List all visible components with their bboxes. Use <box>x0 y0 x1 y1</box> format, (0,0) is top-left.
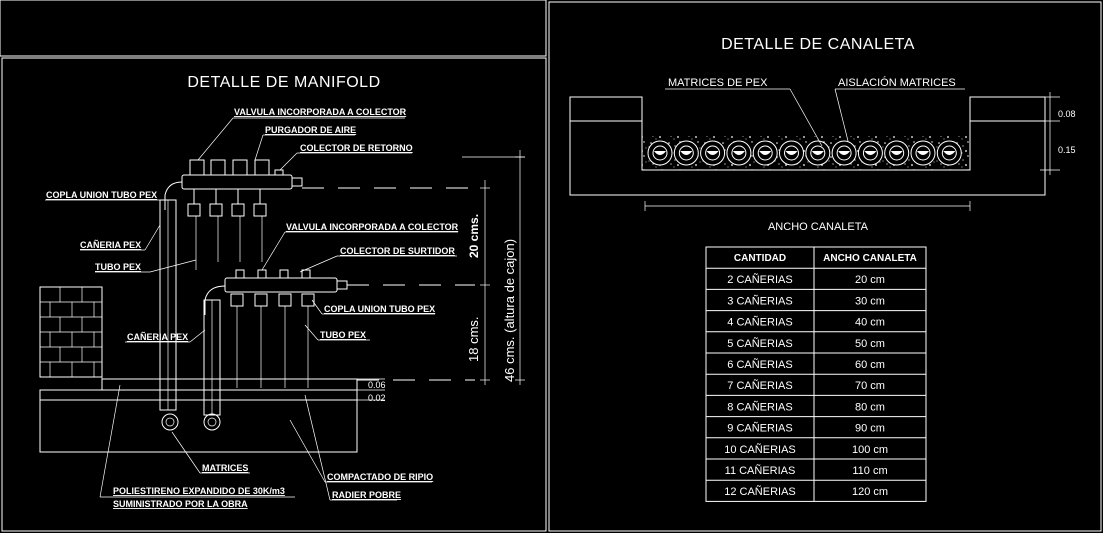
table-cell-cantidad: 9 CAÑERIAS <box>727 422 792 435</box>
label-copla-bottom: COPLA UNION TUBO PEX <box>324 304 435 314</box>
dim-002: 0.02 <box>368 393 386 403</box>
table-cell-cantidad: 12 CAÑERIAS <box>724 485 796 498</box>
table-cell-ancho: 50 cm <box>855 338 885 350</box>
table-cell-cantidad: 4 CAÑERIAS <box>727 316 792 329</box>
reference-lines <box>302 156 525 381</box>
pex-pipe <box>779 140 804 166</box>
label-valvula-surtidor: VALVULA INCORPORADA A COLECTOR <box>286 222 459 232</box>
caneria-pex-supply <box>203 299 221 416</box>
table-cell-ancho: 120 cm <box>852 486 888 498</box>
matrices-pipes <box>161 413 221 431</box>
label-poliestireno-2: SUMINISTRADO POR LA OBRA <box>113 499 248 509</box>
label-caneria-pex-top: CAÑERIA PEX <box>80 240 141 250</box>
pex-pipe <box>673 140 699 166</box>
table-cell-cantidad: 2 CAÑERIAS <box>727 273 792 286</box>
top-left-frame <box>0 0 547 57</box>
label-matrices-pex: MATRICES DE PEX <box>668 77 768 89</box>
table-cell-cantidad: 11 CAÑERIAS <box>725 464 796 477</box>
manifold-frame <box>1 57 547 532</box>
label-poliestireno-1: POLIESTIRENO EXPANDIDO DE 30K/m3 <box>113 486 285 496</box>
dim-006: 0.06 <box>368 380 386 390</box>
pex-pipe <box>884 140 910 166</box>
dim-20cms: 20 cms. <box>467 214 481 258</box>
label-caneria-pex-mid: CAÑERIA PEX <box>127 332 188 342</box>
dim-18cms: 18 cms. <box>466 316 481 362</box>
canaleta-frame <box>548 1 1102 532</box>
leader-lines <box>45 117 458 501</box>
brick-wall <box>39 286 103 378</box>
pex-pipe <box>647 140 673 166</box>
canaleta-dims: 0.08 0.15 ANCHO CANALETA <box>644 92 1076 233</box>
table-cell-ancho: 80 cm <box>855 401 885 413</box>
colector-retorno <box>164 159 303 270</box>
label-copla-top: COPLA UNION TUBO PEX <box>46 190 157 200</box>
canaleta-detail: DETALLE DE CANALETA 0.08 0.15 ANCHO CANA… <box>569 36 1076 502</box>
label-valvula-retorno: VALVULA INCORPORADA A COLECTOR <box>234 107 407 117</box>
canaleta-title: DETALLE DE CANALETA <box>721 36 915 53</box>
pex-pipe <box>726 140 752 166</box>
table-cell-cantidad: 5 CAÑERIAS <box>727 337 792 350</box>
label-radier: RADIER POBRE <box>332 490 401 500</box>
label-compactado: COMPACTADO DE RIPIO <box>327 472 433 482</box>
table-cell-cantidad: 8 CAÑERIAS <box>727 400 792 413</box>
pex-pipe-row <box>647 140 962 166</box>
label-tubo-pex-left: TUBO PEX <box>95 262 141 272</box>
manifold-title: DETALLE DE MANIFOLD <box>187 74 380 91</box>
table-cell-ancho: 70 cm <box>855 380 885 392</box>
dimension-lines: 20 cms. 18 cms. 46 cms. (altura de cajon… <box>466 150 525 385</box>
label-tubo-pex-right: TUBO PEX <box>320 330 366 340</box>
manifold-detail: DETALLE DE MANIFOLD 0.06 0.02 <box>39 74 525 509</box>
pex-pipe <box>831 140 857 166</box>
pex-pipe <box>752 140 778 166</box>
canaleta-table: CANTIDAD ANCHO CANALETA 2 CAÑERIAS 20 cm 3 C… <box>705 246 927 502</box>
table-cell-cantidad: 3 CAÑERIAS <box>727 294 792 307</box>
label-colector-surtidor: COLECTOR DE SURTIDOR <box>340 246 455 256</box>
table-cell-ancho: 40 cm <box>855 317 885 329</box>
label-ancho-canaleta: ANCHO CANALETA <box>768 221 869 233</box>
table-cell-ancho: 60 cm <box>855 359 885 371</box>
caneria-pex-return <box>159 199 177 411</box>
dim-015: 0.15 <box>1058 145 1076 155</box>
canaleta-leaders: MATRICES DE PEX AISLACIÓN MATRICES <box>665 76 965 147</box>
floor-layers: 0.06 0.02 <box>39 378 386 453</box>
pex-pipe <box>805 140 831 166</box>
table-cell-cantidad: 10 CAÑERIAS <box>724 443 796 456</box>
dim-46cms: 46 cms. (altura de cajon) <box>502 239 517 382</box>
label-colector-retorno: COLECTOR DE RETORNO <box>300 143 413 153</box>
pex-pipe <box>700 140 726 166</box>
colector-surtidor <box>204 269 348 388</box>
table-header: CANTIDAD <box>734 253 786 264</box>
table-cell-cantidad: 6 CAÑERIAS <box>727 358 792 371</box>
table-cell-cantidad: 7 CAÑERIAS <box>727 379 792 392</box>
table-cell-ancho: 100 cm <box>852 444 888 456</box>
label-matrices: MATRICES <box>202 463 248 473</box>
table-cell-ancho: 90 cm <box>855 423 885 435</box>
pex-pipe <box>857 140 883 166</box>
table-cell-ancho: 30 cm <box>855 295 885 307</box>
dim-008: 0.08 <box>1058 109 1076 119</box>
table-cell-ancho: 110 cm <box>852 465 887 477</box>
label-purgador: PURGADOR DE AIRE <box>265 125 356 135</box>
label-aislacion: AISLACIÓN MATRICES <box>838 76 956 89</box>
table-cell-ancho: 20 cm <box>855 274 885 286</box>
table-header: ANCHO CANALETA <box>823 253 917 264</box>
canaleta-section <box>569 96 1046 196</box>
pex-pipe <box>936 140 962 166</box>
pex-pipe <box>910 140 936 166</box>
